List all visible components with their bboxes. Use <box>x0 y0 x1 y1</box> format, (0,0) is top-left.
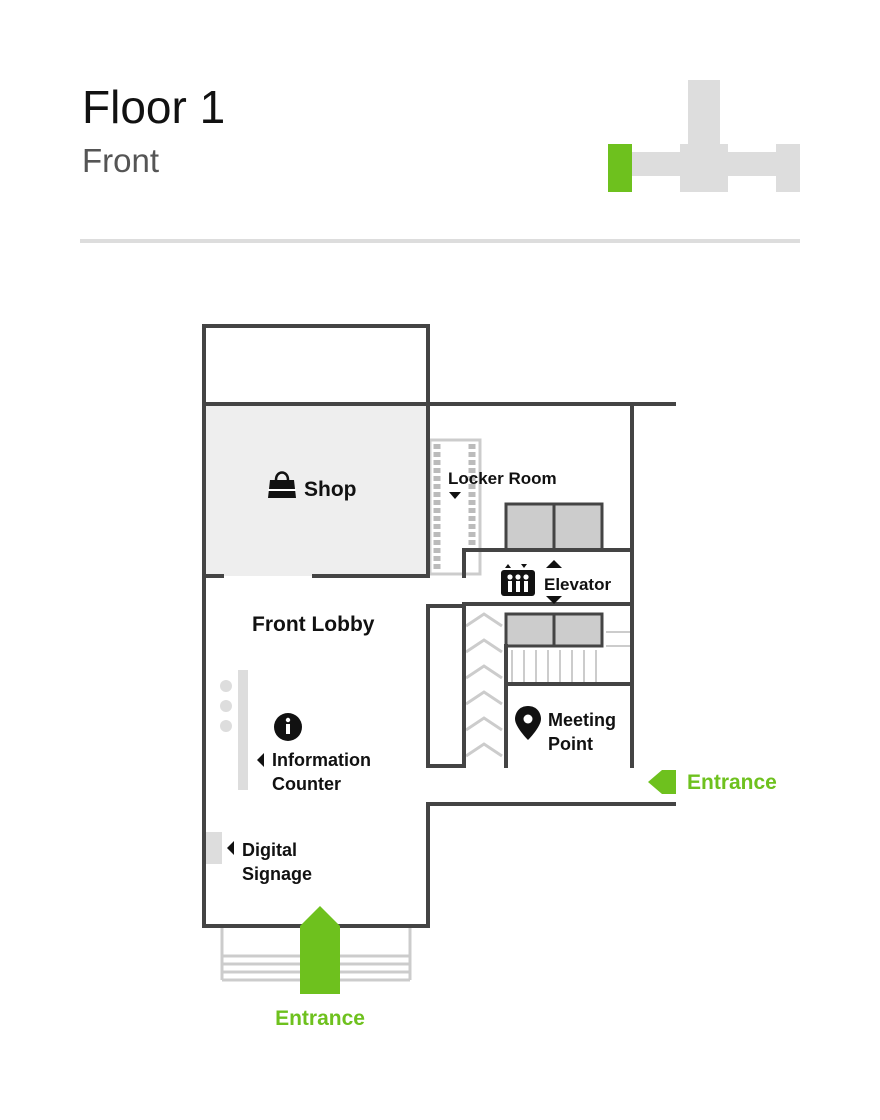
locker-room-label: Locker Room <box>448 469 557 488</box>
elevator-label: Elevator <box>544 575 611 594</box>
location-pin-icon <box>515 706 541 740</box>
seat <box>220 680 232 692</box>
building-minimap <box>608 80 800 192</box>
seat <box>220 720 232 732</box>
south-entrance-arrow-icon <box>300 906 340 994</box>
east-entrance-label: Entrance <box>687 771 777 794</box>
information-label-line2: Counter <box>272 774 341 794</box>
stairs-east <box>511 631 630 682</box>
information-label-line1: Information <box>272 750 371 770</box>
minimap-current-section <box>608 144 632 192</box>
escalator <box>465 612 503 758</box>
south-entrance-label: Entrance <box>275 1007 365 1030</box>
stairs-north <box>428 438 482 576</box>
header-divider <box>80 239 800 243</box>
locker-room-direction-icon <box>449 492 461 499</box>
shop-room[interactable] <box>204 404 428 576</box>
seat <box>220 700 232 712</box>
east-entrance-arrow-icon <box>648 770 676 794</box>
elevator-cars <box>504 502 604 648</box>
floor-title: Floor 1 <box>82 81 226 133</box>
front-lobby-label: Front Lobby <box>252 613 375 636</box>
information-counter-desk <box>238 670 248 790</box>
meeting-point-label-line1: Meeting <box>548 710 616 730</box>
meeting-point-label-line2: Point <box>548 734 593 754</box>
floor-subtitle: Front <box>82 142 160 179</box>
elevator-up-arrow-icon <box>546 560 562 568</box>
signage-label-line1: Digital <box>242 840 297 860</box>
signage-direction-icon <box>227 841 234 855</box>
elevator-people-icon <box>501 564 535 596</box>
digital-signage-panel <box>204 832 222 864</box>
shop-label: Shop <box>304 478 357 501</box>
info-circle-icon <box>274 713 302 741</box>
signage-label-line2: Signage <box>242 864 312 884</box>
elevator-down-arrow-icon <box>546 596 562 604</box>
information-direction-icon <box>257 753 264 767</box>
shop-bag-icon <box>268 471 296 498</box>
